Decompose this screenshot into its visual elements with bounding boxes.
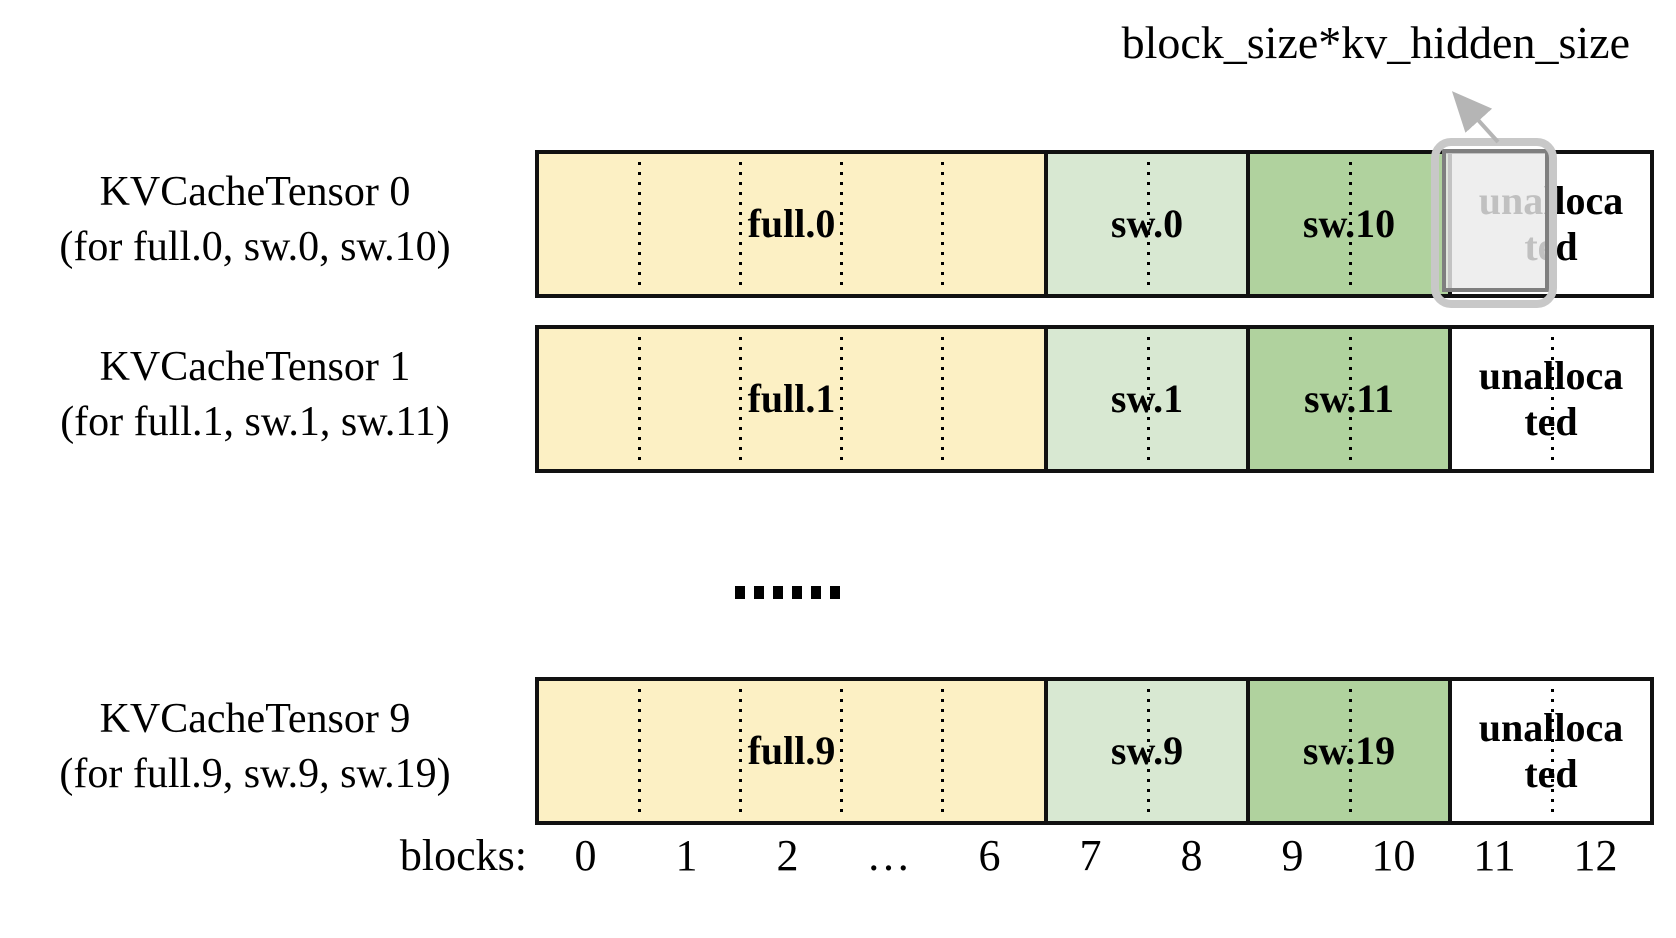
axis-tick-…: … [866, 831, 911, 880]
block-divider [840, 337, 843, 461]
block-divider [941, 337, 944, 461]
tensor-0-name: KVCacheTensor 0 [99, 169, 411, 216]
segment-sw-11: sw.11 [1246, 329, 1448, 469]
segment-sw-10: sw.10 [1246, 154, 1448, 294]
block-divider [1551, 337, 1554, 461]
highlighted-block-ring [1431, 138, 1557, 308]
kv-cache-bar-9: full.9sw.9sw.19unallocated [535, 677, 1654, 825]
tensor-9-label: KVCacheTensor 9 (for full.9, sw.9, sw.19… [0, 677, 510, 817]
block-divider [739, 162, 742, 286]
segment-label: full.0 [747, 201, 836, 246]
segment-sw-19: sw.19 [1246, 681, 1448, 821]
segment-unallocated: unallocated [1448, 329, 1650, 469]
axis-tick-0: 0 [574, 831, 597, 880]
axis-tick-6: 6 [978, 831, 1001, 880]
tensor-1-name: KVCacheTensor 1 [99, 344, 411, 391]
block-divider [941, 162, 944, 286]
axis-tick-10: 10 [1371, 831, 1416, 880]
tensor-9-name: KVCacheTensor 9 [99, 696, 411, 743]
segment-sw-0: sw.0 [1044, 154, 1246, 294]
segment-unallocated: unallocated [1448, 681, 1650, 821]
block-divider [1147, 689, 1150, 813]
axis-tick-8: 8 [1180, 831, 1203, 880]
segment-label: sw.11 [1304, 376, 1394, 422]
block-divider [638, 162, 641, 286]
kv-cache-bar-1: full.1 sw.1 sw.11 unallocated [535, 325, 1654, 473]
block-divider [638, 337, 641, 461]
block-divider [1349, 689, 1352, 813]
block-divider [739, 689, 742, 813]
ellipsis-dot [754, 585, 764, 599]
block-divider [840, 162, 843, 286]
block-divider [840, 689, 843, 813]
segment-sw-1: sw.1 [1044, 329, 1246, 469]
segment-label: full.9 [747, 728, 836, 773]
ellipsis-dot [792, 585, 802, 599]
axis-tick-7: 7 [1079, 831, 1102, 880]
tensor-9-sub: (for full.9, sw.9, sw.19) [59, 751, 451, 797]
segment-label-line: ted [1524, 751, 1577, 797]
block-divider [1349, 337, 1352, 461]
block-divider [1551, 689, 1554, 813]
tensor-1-sub: (for full.1, sw.1, sw.11) [60, 399, 450, 445]
blocks-axis-label: blocks: [399, 831, 527, 880]
highlighted-block-fill [1442, 149, 1549, 292]
axis-tick-11: 11 [1473, 831, 1516, 880]
segment-label-line: unalloca [1479, 705, 1623, 751]
segment-label-line: unalloca [1479, 353, 1623, 399]
ellipsis-dot [773, 585, 783, 599]
segment-label-line: ted [1524, 399, 1577, 445]
ellipsis-dot [811, 585, 821, 599]
segment-sw-9: sw.9 [1044, 681, 1246, 821]
tensor-1-label: KVCacheTensor 1 (for full.1, sw.1, sw.11… [0, 325, 510, 465]
block-divider [941, 689, 944, 813]
segment-full-0: full.0 [539, 154, 1044, 294]
rows-ellipsis-separator [535, 582, 1040, 602]
axis-tick-2: 2 [776, 831, 799, 880]
tensor-0-label: KVCacheTensor 0 (for full.0, sw.0, sw.10… [0, 150, 510, 290]
block-divider [638, 689, 641, 813]
block-divider [739, 337, 742, 461]
annotation-arrow-icon [1451, 91, 1500, 144]
block-divider [1147, 162, 1150, 286]
axis-tick-9: 9 [1281, 831, 1304, 880]
axis-tick-12: 12 [1573, 831, 1618, 880]
axis-tick-1: 1 [675, 831, 698, 880]
block-divider [1349, 162, 1352, 286]
segment-full-9: full.9 [539, 681, 1044, 821]
ellipsis-dot [830, 585, 840, 599]
segment-label: full.1 [747, 376, 836, 421]
block-size-annotation: block_size*kv_hidden_size [1121, 17, 1630, 68]
block-divider [1147, 337, 1150, 461]
tensor-0-sub: (for full.0, sw.0, sw.10) [59, 224, 451, 270]
segment-full-1: full.1 [539, 329, 1044, 469]
ellipsis-dot [735, 585, 745, 599]
